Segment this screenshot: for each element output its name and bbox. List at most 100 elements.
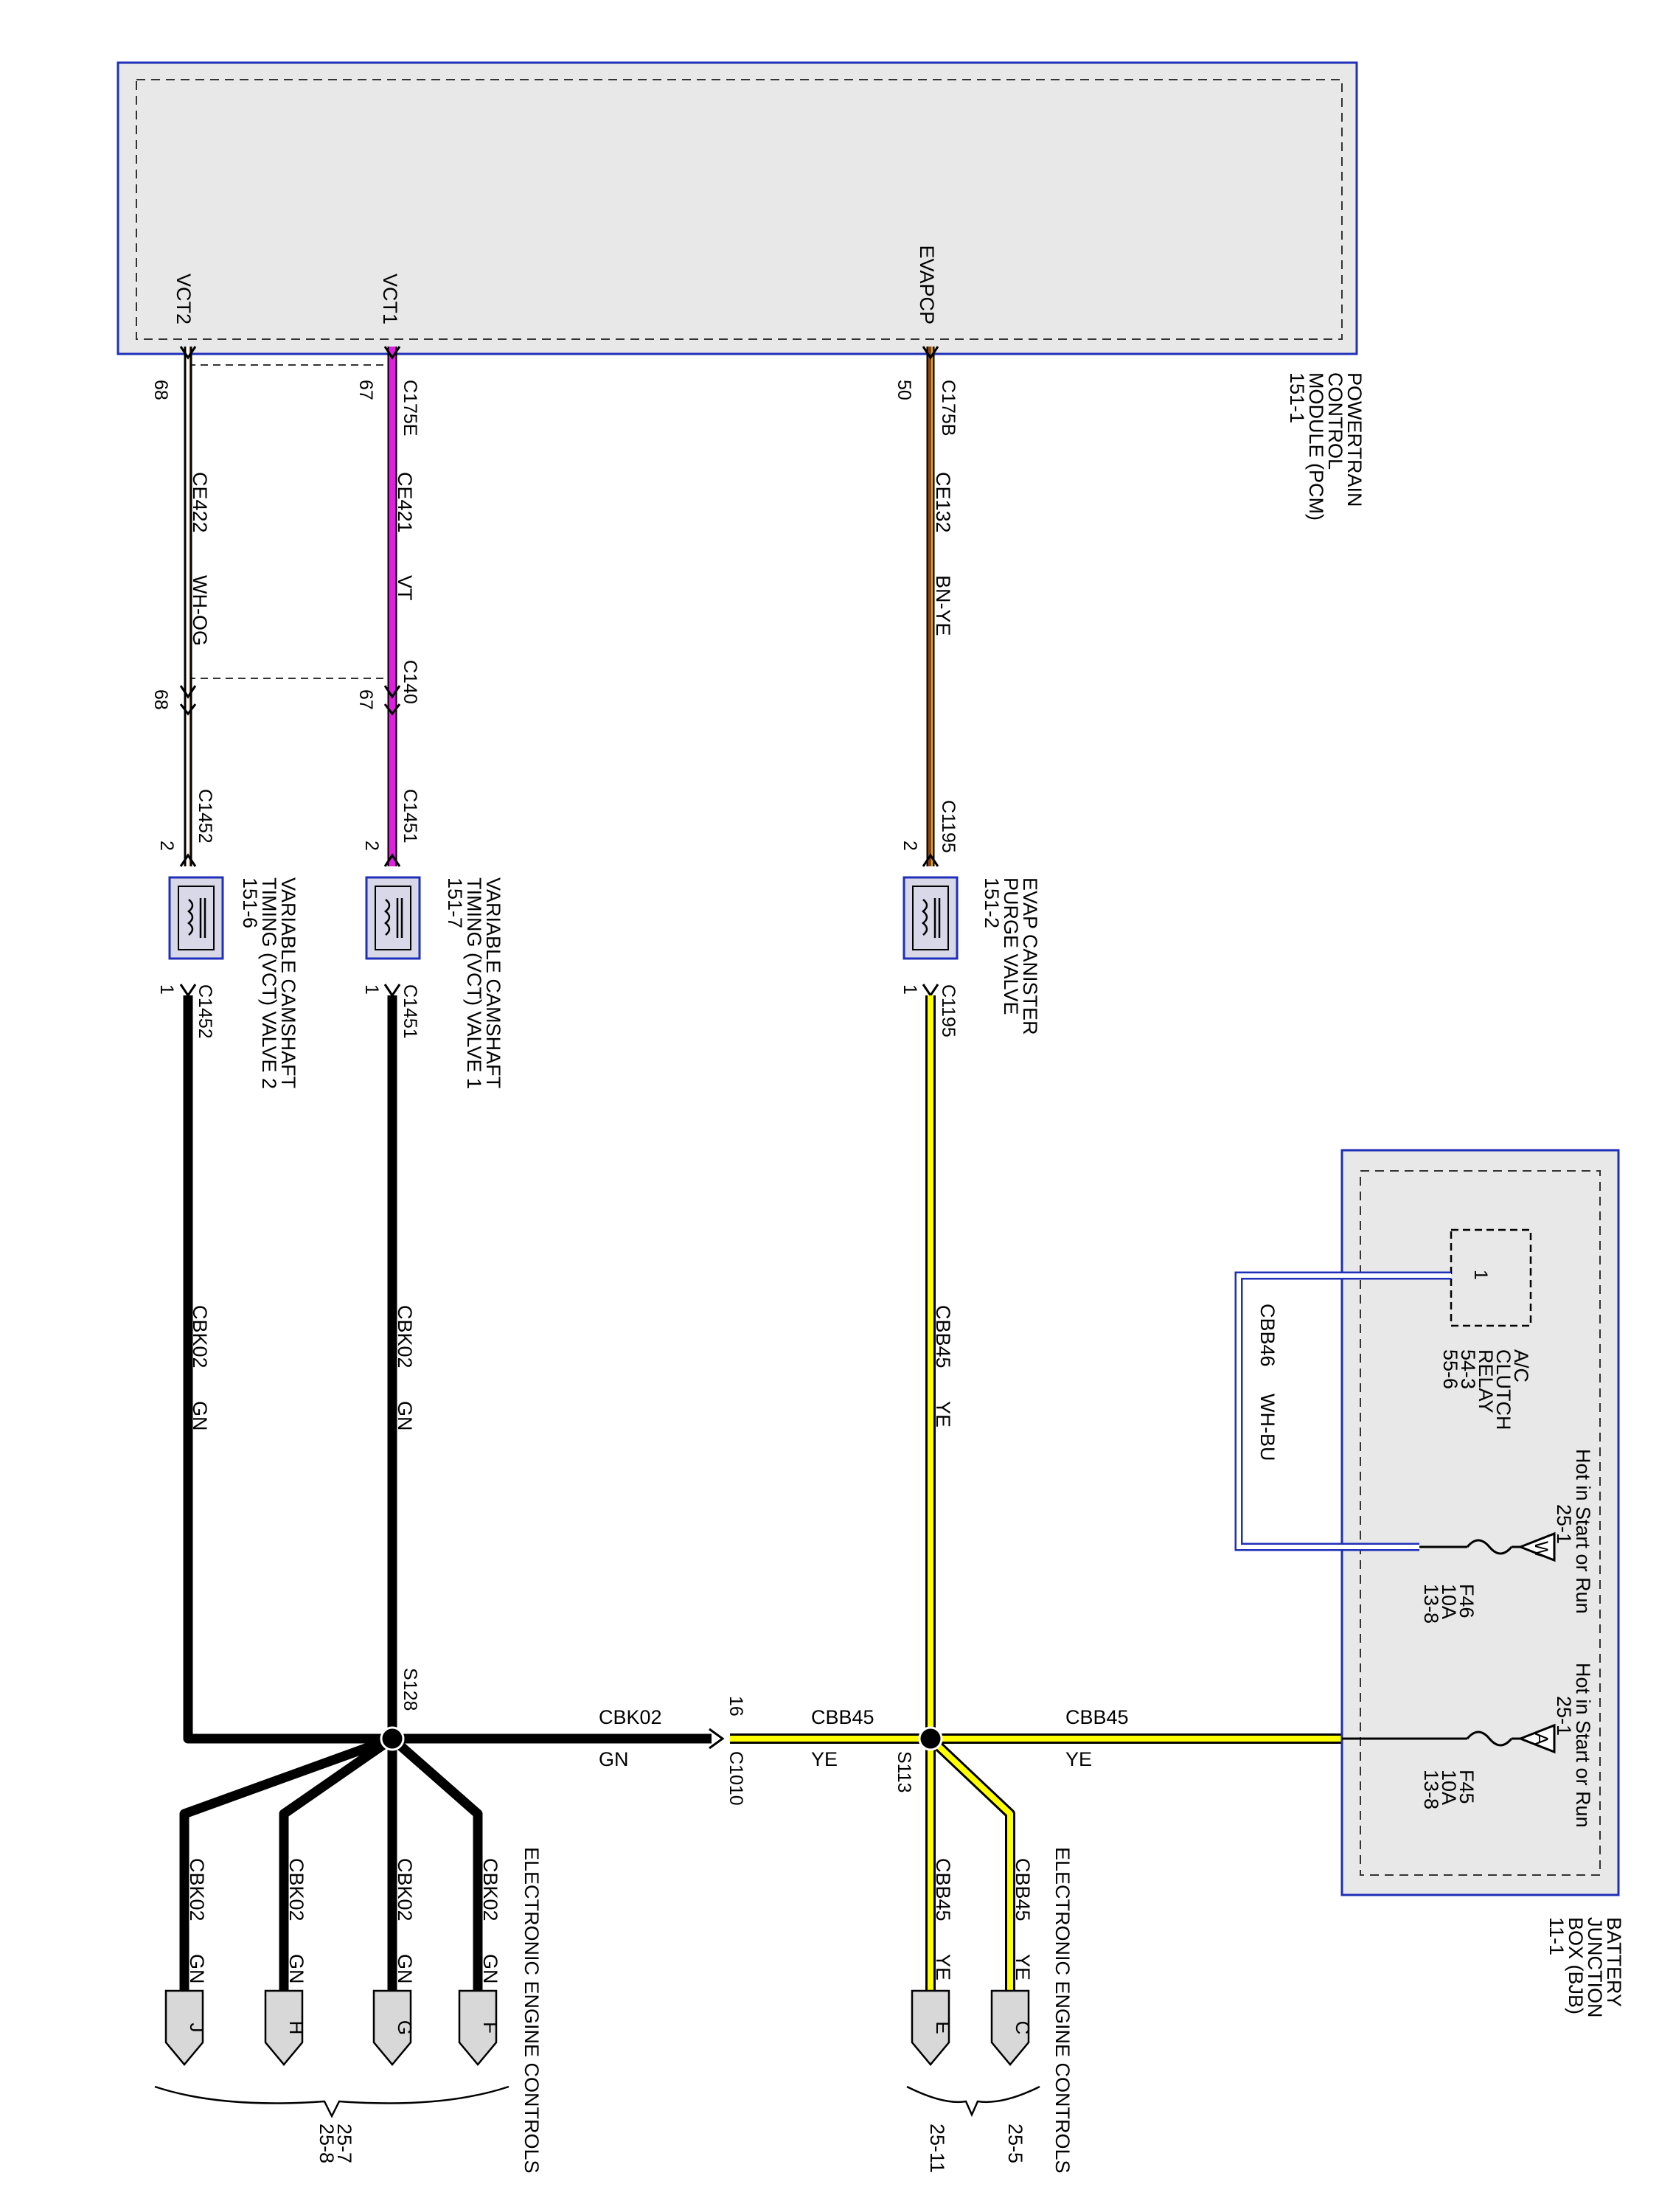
wire-label-ce422: CE422: [189, 472, 211, 533]
svg-text:10A: 10A: [1438, 1584, 1460, 1619]
f46-fuse-symbol: [1419, 1531, 1556, 1562]
svg-text:151-1: 151-1: [1286, 372, 1308, 423]
svg-text:BATTERY: BATTERY: [1603, 1917, 1625, 2007]
offpage-connector-f: F: [458, 1989, 501, 2066]
connector-c1195-out: C1195: [938, 984, 959, 1037]
pin-2-vct2: 2: [156, 841, 177, 851]
svg-text:CLUTCH: CLUTCH: [1492, 1349, 1514, 1430]
branch-label-cbb45-e: CBB45: [932, 1858, 954, 1921]
vct2-valve-title: VARIABLE CAMSHAFT TIMING (VCT) VALVE 2 1…: [239, 877, 299, 1089]
connector-c1195-in: C1195: [938, 800, 959, 853]
connector-c1452-out: C1452: [195, 984, 215, 1039]
pin-67-pcm: 67: [355, 380, 376, 400]
vct1-valve-symbol: [365, 876, 421, 960]
svg-text:PURGE VALVE: PURGE VALVE: [1000, 877, 1022, 1015]
branch-color-ye-c: YE: [1012, 1954, 1034, 1980]
wire-color-wh-bu: WH-BU: [1256, 1394, 1279, 1461]
wire-color-ye-left: YE: [811, 1748, 838, 1770]
ref-25-11: 25-11: [926, 2124, 948, 2173]
eec-title-feed: ELECTRONIC ENGINE CONTROLS: [1051, 1847, 1074, 2174]
wire-label-cbk02-h: CBK02: [599, 1706, 662, 1728]
svg-text:11-1: 11-1: [1545, 1917, 1568, 1955]
offpage-connector-c: C: [990, 1989, 1034, 2066]
relay-pin-1: 1: [1470, 1270, 1491, 1280]
f45-feed-label: Hot in Start or Run 25-1: [1553, 1663, 1594, 1828]
svg-text:13-8: 13-8: [1420, 1584, 1442, 1624]
branch-color-gn-f: GN: [479, 1954, 501, 1984]
svg-text:151-7: 151-7: [444, 877, 466, 928]
pcm-pin-label-vct2: VCT2: [173, 274, 195, 324]
svg-text:BOX (BJB): BOX (BJB): [1565, 1917, 1587, 2014]
svg-text:151-6: 151-6: [239, 877, 261, 928]
splice-s113-label: S113: [894, 1751, 914, 1793]
f46-tag: W: [1531, 1541, 1551, 1559]
ref-25-8: 25-8: [316, 2124, 338, 2163]
pcm-pin-label-evapcp: EVAPCP: [916, 245, 938, 324]
svg-text:RELAY: RELAY: [1475, 1349, 1497, 1413]
wire-color-ye-evap: YE: [932, 1401, 954, 1427]
vct2-valve-symbol: [168, 876, 224, 960]
connector-c175b: C175B: [938, 380, 959, 436]
f45-tag: A: [1531, 1733, 1551, 1745]
offpage-connector-j: J: [164, 1989, 208, 2066]
wire-color-vt: VT: [394, 575, 416, 601]
connector-c1452-in: C1452: [195, 789, 215, 844]
offpage-connector-e: E: [911, 1989, 954, 2066]
wire-label-ce421: CE421: [394, 472, 416, 533]
pin-1-vct2: 1: [156, 984, 177, 995]
wire-ce422: [184, 347, 192, 866]
wire-label-cbk02-vct1: CBK02: [394, 1305, 416, 1368]
svg-text:54-3: 54-3: [1457, 1349, 1479, 1389]
wire-label-ce132: CE132: [932, 472, 954, 533]
branch-label-cbk02-g: CBK02: [394, 1858, 416, 1921]
connector-c1451-in: C1451: [400, 789, 420, 844]
evap-valve-title: EVAP CANISTER PURGE VALVE 151-2: [981, 877, 1041, 1035]
wire-color-gn-vct2: GN: [189, 1401, 211, 1431]
branch-color-ye-e: YE: [932, 1954, 954, 1980]
svg-text:Hot in Start or Run: Hot in Start or Run: [1572, 1449, 1594, 1614]
pin-68-pcm: 68: [150, 380, 171, 400]
svg-text:151-2: 151-2: [981, 877, 1003, 928]
svg-text:10A: 10A: [1438, 1770, 1460, 1805]
f45-fuse-symbol: [1342, 1723, 1556, 1754]
wire-color-wh-og: WH-OG: [189, 575, 211, 646]
connector-c140: C140: [400, 660, 420, 704]
svg-text:Hot in Start or Run: Hot in Start or Run: [1572, 1663, 1594, 1828]
svg-text:TIMING (VCT) VALVE 2: TIMING (VCT) VALVE 2: [258, 877, 280, 1089]
eec-title-ground: ELECTRONIC ENGINE CONTROLS: [521, 1847, 543, 2174]
wire-cbb46: [1234, 1271, 1451, 1551]
branch-color-gn-h: GN: [285, 1954, 307, 1984]
pcm-title: POWERTRAIN CONTROL MODULE (PCM) 151-1: [1286, 372, 1366, 521]
wire-label-cbk02-vct2: CBK02: [189, 1305, 211, 1368]
branch-color-gn-g: GN: [394, 1954, 416, 1984]
pin-67-c140: 67: [355, 689, 376, 710]
svg-text:E: E: [932, 2021, 954, 2034]
wire-color-gn-vct1: GN: [394, 1401, 416, 1431]
branch-label-cbk02-h: CBK02: [285, 1858, 307, 1921]
splice-s113-dot: [918, 1726, 943, 1751]
svg-text:F: F: [479, 2022, 501, 2034]
shield-dashed-c175e: [188, 364, 383, 679]
svg-text:VARIABLE CAMSHAFT: VARIABLE CAMSHAFT: [277, 877, 299, 1088]
svg-text:F45: F45: [1455, 1770, 1478, 1804]
svg-text:VARIABLE CAMSHAFT: VARIABLE CAMSHAFT: [482, 877, 504, 1088]
svg-text:MODULE (PCM): MODULE (PCM): [1305, 372, 1327, 521]
ref-25-7: 25-7: [333, 2124, 355, 2163]
connector-c1451-out: C1451: [400, 984, 420, 1039]
wire-label-cbb45-evap: CBB45: [932, 1305, 954, 1368]
pin-2-vct1: 2: [361, 841, 382, 851]
pcm-module: [116, 61, 1358, 355]
splice-s128-label: S128: [400, 1668, 420, 1711]
svg-text:F46: F46: [1455, 1584, 1478, 1618]
svg-text:POWERTRAIN: POWERTRAIN: [1343, 372, 1366, 507]
svg-text:55-6: 55-6: [1439, 1349, 1461, 1389]
wire-color-ye-right: YE: [1065, 1748, 1092, 1770]
svg-text:CONTROL: CONTROL: [1324, 372, 1346, 470]
vct1-valve-title: VARIABLE CAMSHAFT TIMING (VCT) VALVE 1 1…: [444, 877, 504, 1089]
wire-color-bn-ye: BN-YE: [932, 575, 954, 636]
svg-text:H: H: [285, 2021, 307, 2035]
svg-text:EVAP CANISTER: EVAP CANISTER: [1019, 877, 1041, 1035]
ref-25-5: 25-5: [1004, 2124, 1026, 2163]
offpage-connector-h: H: [264, 1989, 307, 2066]
